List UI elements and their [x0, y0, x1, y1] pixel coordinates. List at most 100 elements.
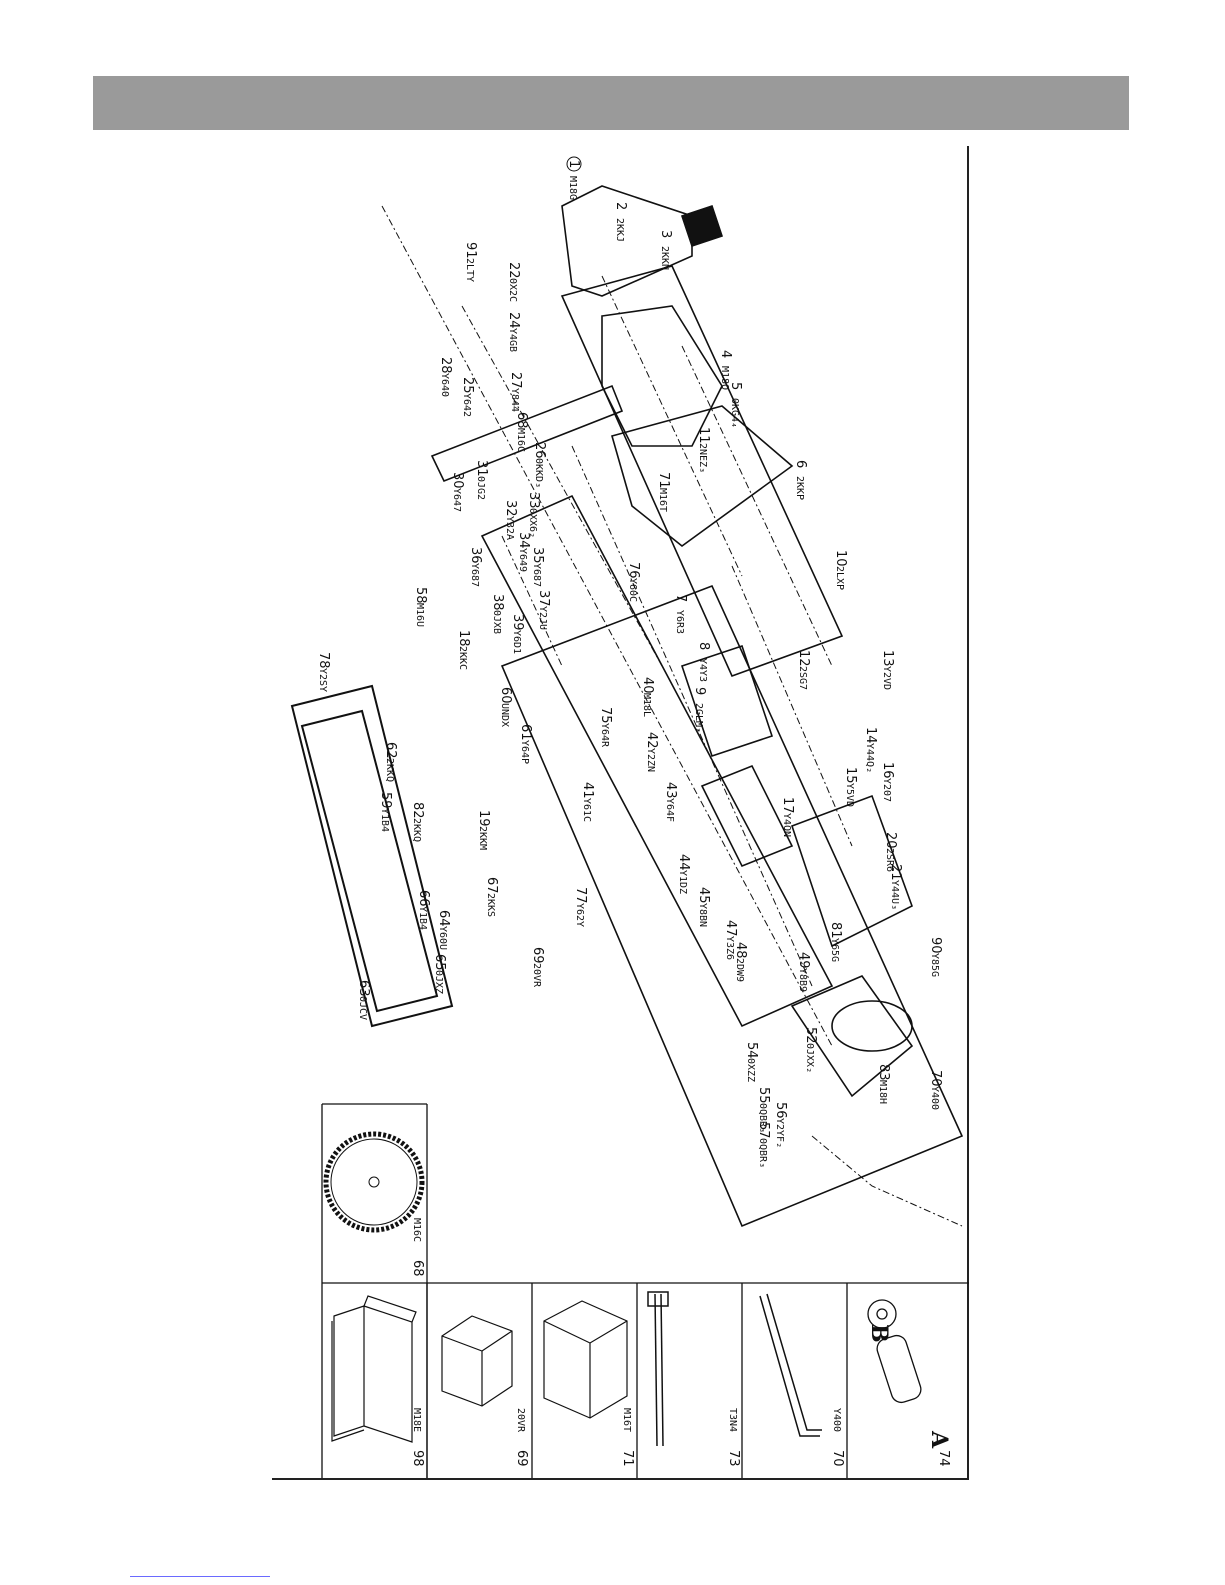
part-code: Y5VD — [844, 783, 855, 807]
part-number: 42 — [644, 732, 659, 749]
accessory-number: 68 — [410, 1260, 425, 1277]
part-number: 18 — [456, 630, 471, 647]
part-code: Y65G — [829, 938, 840, 962]
part-number: 71 — [656, 472, 671, 489]
part-number: 32 — [503, 500, 518, 517]
part-number: 4 — [718, 350, 733, 358]
part-number: 63 — [356, 980, 371, 997]
part-number: 1 — [566, 160, 581, 168]
part-code: Y687 — [469, 563, 480, 587]
accessory-code: M18E — [411, 1408, 422, 1432]
part-number: 81 — [828, 922, 843, 939]
part-number: 90 — [928, 937, 943, 954]
part-code: 0KG4₄ — [729, 398, 740, 428]
part-number: 82 — [410, 802, 425, 819]
part-number: 41 — [580, 782, 595, 799]
part-number: 67 — [484, 877, 499, 894]
part-number: 17 — [780, 797, 795, 814]
part-code: Y6D1 — [511, 630, 522, 654]
part-number: 54 — [744, 1042, 759, 1059]
part-code: 2KKP — [794, 476, 805, 500]
part-number: 70 — [928, 1070, 943, 1087]
part-code: 0XX6₂ — [527, 508, 538, 538]
part-number: 21 — [888, 864, 903, 881]
accessory-number: 70 — [830, 1450, 845, 1467]
part-code: 0QBR₃ — [757, 1138, 768, 1168]
part-code: 0X2C — [507, 278, 518, 302]
part-number: 16 — [880, 762, 895, 779]
part-code: Y85G — [929, 953, 940, 977]
part-code: 0JCV — [357, 996, 368, 1020]
part-code: 2KKQ — [411, 818, 422, 842]
part-code: 2KKJ — [614, 218, 625, 242]
part-code: 0QBR₃ — [757, 1103, 768, 1133]
part-code: 0XZZ — [745, 1058, 756, 1082]
part-code: 2GLM₂ — [693, 703, 704, 733]
part-number: 33 — [526, 492, 541, 509]
accessory-letter-a: A — [926, 1430, 952, 1449]
part-number: 20 — [883, 832, 898, 849]
part-number: 68 — [514, 412, 529, 429]
part-number: 19 — [476, 810, 491, 827]
part-number: 75 — [598, 707, 613, 724]
base-plate — [290, 684, 454, 1028]
part-number: 25 — [460, 377, 475, 394]
part-code: Y1DZ — [677, 870, 688, 894]
part-number: 28 — [438, 357, 453, 374]
frame-right-border — [967, 146, 969, 1478]
part-code: M18L — [641, 693, 652, 717]
part-number: 36 — [468, 547, 483, 564]
part-code: Y642 — [461, 393, 472, 417]
motor-housing — [680, 644, 914, 1098]
part-number: 62 — [383, 742, 398, 759]
accessory-letter-b: B — [866, 1324, 892, 1343]
part-code: Y6R3 — [674, 610, 685, 634]
part-code: Y4GB — [507, 328, 518, 352]
blade-guard-assembly — [561, 185, 794, 548]
part-number: 9 — [692, 687, 707, 695]
part-code: M16T — [657, 488, 668, 512]
part-code: Y44Q₂ — [864, 743, 875, 773]
part-number: 64 — [436, 910, 451, 927]
part-code: Y1B4 — [417, 906, 428, 930]
part-number: 5 — [728, 382, 743, 390]
part-code: M18H — [877, 1080, 888, 1104]
accessory-code: Y400 — [831, 1408, 842, 1432]
part-code: Y64P — [519, 740, 530, 764]
part-code: 2KKM — [477, 826, 488, 850]
part-number: 10 — [833, 550, 848, 567]
part-code: 2SG7 — [797, 666, 808, 690]
part-code: Y2ZN — [645, 748, 656, 772]
part-code: M18Q — [719, 366, 730, 390]
part-number: 3 — [658, 230, 673, 238]
part-code: Y649 — [517, 548, 528, 572]
part-number: 13 — [880, 650, 895, 667]
part-code: Y32A — [504, 516, 515, 540]
part-code: Y4Y3 — [697, 658, 708, 682]
part-number: 30 — [450, 472, 465, 489]
part-code: 2KKS — [485, 893, 496, 917]
accessory-number: 74 — [936, 1450, 951, 1467]
part-code: 2KKC — [457, 646, 468, 670]
part-code: 0JXX₂ — [804, 1043, 815, 1073]
part-number: 12 — [796, 650, 811, 667]
accessory-number: 73 — [726, 1450, 741, 1467]
part-code: M18G — [567, 176, 578, 200]
part-code: UNDX — [499, 703, 510, 727]
part-code: 0JG2 — [475, 476, 486, 500]
part-number: 69 — [530, 947, 545, 964]
part-number: 43 — [663, 782, 678, 799]
part-number: 11 — [696, 427, 711, 444]
accessory-code: M16T — [621, 1408, 632, 1432]
part-code: 2KKN — [659, 246, 670, 270]
part-code: Y1B4 — [379, 808, 390, 832]
part-code: Y207 — [881, 778, 892, 802]
part-code: Y8BN — [697, 903, 708, 927]
part-code: Y687 — [531, 563, 542, 587]
part-code: Y400 — [929, 1086, 940, 1110]
part-number: 39 — [510, 614, 525, 631]
part-code: Y61C — [581, 798, 592, 822]
part-number: 15 — [843, 767, 858, 784]
